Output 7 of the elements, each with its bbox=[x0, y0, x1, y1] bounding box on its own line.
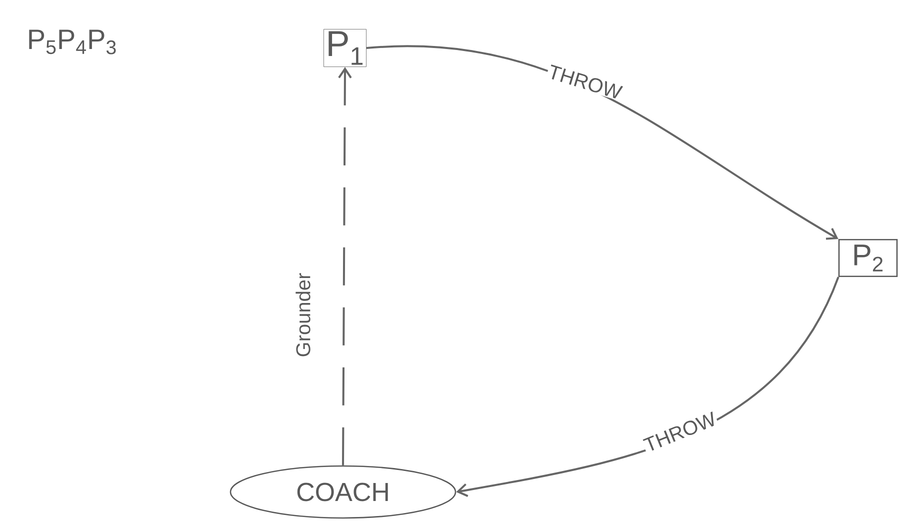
player-list: P$_{5}$P$_{4}$P$_{3}$ bbox=[29, 30, 116, 54]
arrow bbox=[366, 45, 838, 240]
player-box: P$_{2}$ bbox=[838, 238, 898, 277]
player-label: P$_{1}$ bbox=[324, 29, 366, 67]
arrow bbox=[338, 66, 352, 466]
edge-label: Grounder bbox=[294, 272, 312, 358]
edge-label: THROW bbox=[546, 62, 624, 102]
